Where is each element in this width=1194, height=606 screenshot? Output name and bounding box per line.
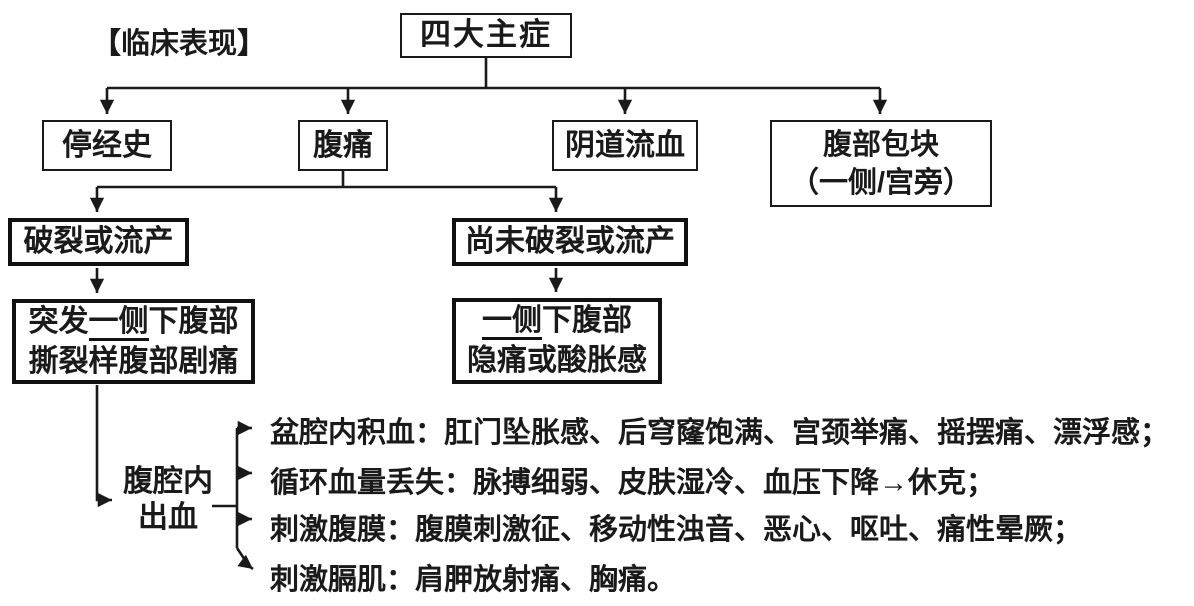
- dull-pain-line1-post: 下腹部: [542, 304, 632, 337]
- dull-pain-line1: 一侧下腹部: [482, 301, 632, 341]
- arrow-to-branch-4: [235, 547, 254, 571]
- abdominal-mass-line1: 腹部包块: [822, 128, 939, 161]
- arrow-to-hemorrhage: [95, 385, 112, 508]
- node-ruptured-or-aborted: 破裂或流产: [8, 218, 189, 266]
- abdominal-mass-line2: （一侧/宫旁）: [789, 166, 973, 199]
- node-not-yet-ruptured: 尚未破裂或流产: [452, 218, 688, 266]
- sudden-pain-underlined: 一侧: [88, 304, 149, 341]
- dull-pain-line2: 隐痛或酸胀感: [467, 344, 647, 377]
- node-dull-aching-pain: 一侧下腹部 隐痛或酸胀感: [452, 298, 662, 384]
- hemorrhage-line1: 腹腔内: [123, 465, 213, 498]
- branch-peritoneal-irritation: 刺激腹膜：腹膜刺激征、移动性浊音、恶心、呕吐、痛性晕厥；: [270, 514, 1083, 546]
- dull-pain-underlined: 一侧: [482, 304, 542, 340]
- node-sudden-tearing-pain: 突发一侧下腹部 撕裂样腹部剧痛: [12, 299, 255, 384]
- branch-pelvic-blood-accumulation: 盆腔内积血：肛门坠胀感、后穹窿饱满、宫颈举痛、摇摆痛、漂浮感；: [270, 417, 1170, 449]
- branch-diaphragm-irritation: 刺激膈肌：肩胛放射痛、胸痛。: [270, 564, 677, 596]
- hemorrhage-line2: 出血: [138, 501, 198, 534]
- branch-circulating-blood-loss: 循环血量丢失：脉搏细弱、皮肤湿冷、血压下降→休克；: [270, 467, 996, 499]
- node-abdominal-pain: 腹痛: [298, 120, 388, 171]
- node-intraperitoneal-hemorrhage: 腹腔内 出血: [118, 464, 218, 536]
- pain-subtree-connectors: [89, 171, 564, 293]
- top-tree-connectors: [99, 58, 888, 114]
- section-title: 【临床表现】: [92, 28, 267, 60]
- hemorrhage-connectors: [95, 385, 254, 571]
- node-vaginal-bleeding: 阴道流血: [552, 120, 698, 171]
- sudden-pain-line2: 撕裂样腹部剧痛: [28, 344, 239, 378]
- node-abdominal-mass: 腹部包块 （一侧/宫旁）: [770, 120, 992, 207]
- sudden-pain-line1: 突发一侧下腹部: [29, 302, 239, 342]
- node-amenorrhea-history: 停经史: [42, 120, 172, 171]
- sudden-pain-line1-pre: 突发: [28, 304, 89, 338]
- sudden-pain-line1-post: 下腹部: [148, 304, 239, 338]
- node-four-main-symptoms: 四大主症: [400, 13, 572, 58]
